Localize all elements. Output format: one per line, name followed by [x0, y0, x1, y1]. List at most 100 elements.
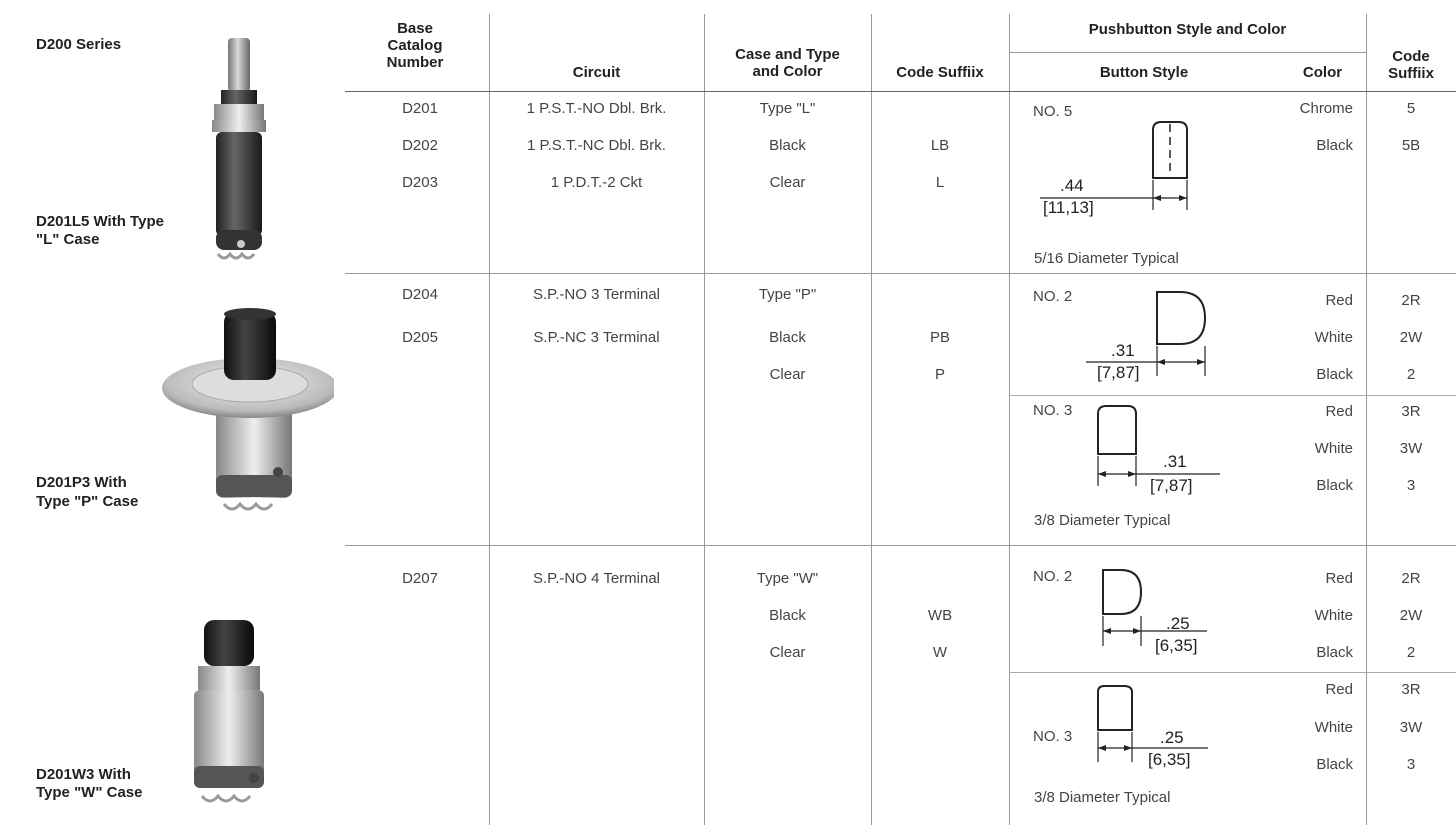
- header-number: Number: [386, 54, 444, 71]
- color-cell: Black: [1316, 366, 1353, 383]
- circuit-cell: S.P.-NO 4 Terminal: [533, 570, 660, 587]
- dim-bottom: [11,13]: [1043, 198, 1094, 217]
- case-cell: Type "P": [758, 286, 817, 303]
- suffix-cell: 5B: [1401, 137, 1421, 154]
- dim-top: .44: [1060, 176, 1084, 195]
- code-suffix-cell: L: [935, 174, 945, 191]
- header-case-line1: Case and Type: [735, 46, 840, 63]
- circuit-cell: S.P.-NC 3 Terminal: [533, 329, 660, 346]
- code-suffix-cell: W: [932, 644, 948, 661]
- catalog-cell: D204: [402, 286, 438, 303]
- case-cell: Black: [769, 607, 806, 624]
- button-style-label: NO. 5: [1033, 103, 1073, 120]
- photo2-caption-line1: D201P3 With: [36, 474, 127, 491]
- group2-style-divider: [1009, 395, 1456, 396]
- color-cell: White: [1314, 440, 1353, 457]
- suffix-cell: 3: [1406, 756, 1416, 773]
- case-cell: Clear: [769, 174, 806, 191]
- button-style-label: NO. 2: [1033, 288, 1073, 305]
- diameter-note: 5/16 Diameter Typical: [1034, 250, 1179, 267]
- circuit-cell: 1 P.D.T.-2 Ckt: [550, 174, 643, 191]
- color-cell: Chrome: [1299, 100, 1353, 117]
- col-divider-code: [871, 14, 872, 825]
- case-cell: Type "W": [756, 570, 819, 587]
- header-color: Color: [1302, 64, 1343, 81]
- button-style-label: NO. 3: [1033, 728, 1073, 745]
- header-pushbutton-group: Pushbutton Style and Color: [1088, 21, 1287, 38]
- header-code-suffix: Code Suffiix: [896, 64, 984, 81]
- suffix-cell: 3R: [1401, 403, 1421, 420]
- dim-top: .31: [1111, 341, 1135, 360]
- circuit-cell: 1 P.S.T.-NO Dbl. Brk.: [526, 100, 667, 117]
- suffix-cell: 2: [1406, 366, 1416, 383]
- col-divider-case: [704, 14, 705, 825]
- pushbutton-header-divider: [1009, 52, 1366, 53]
- dim-bottom: [7,87]: [1097, 363, 1140, 382]
- catalog-cell: D201: [402, 100, 438, 117]
- group3-style-divider: [1009, 672, 1456, 673]
- col-divider-suffix: [1366, 14, 1367, 825]
- suffix-cell: 2W: [1399, 607, 1423, 624]
- photo3-caption-line2: Type "W" Case: [36, 784, 143, 801]
- suffix-cell: 5: [1406, 100, 1416, 117]
- button-style-no2-diagram: [1086, 291, 1207, 376]
- button-style-no3-diagram: [1097, 685, 1208, 762]
- switch-type-w-image: [194, 620, 264, 803]
- color-cell: Red: [1325, 681, 1353, 698]
- color-cell: Black: [1316, 756, 1353, 773]
- header-circuit: Circuit: [572, 64, 621, 81]
- suffix-cell: 3R: [1401, 681, 1421, 698]
- group2-bottom-line: [345, 545, 1456, 546]
- series-title: D200 Series: [36, 36, 122, 53]
- color-cell: White: [1314, 719, 1353, 736]
- button-style-no3-diagram: [1097, 405, 1220, 486]
- code-suffix-cell: P: [934, 366, 945, 383]
- header-bottom-line: [345, 91, 1456, 92]
- button-style-no5-diagram: [1040, 121, 1188, 210]
- button-style-no2-diagram: [1102, 569, 1207, 646]
- color-cell: White: [1314, 329, 1353, 346]
- suffix-cell: 3W: [1399, 440, 1423, 457]
- button-style-label: NO. 3: [1033, 402, 1073, 419]
- dim-top: .25: [1166, 614, 1190, 633]
- color-cell: White: [1314, 607, 1353, 624]
- suffix-cell: 3: [1406, 477, 1416, 494]
- code-suffix-cell: PB: [929, 329, 950, 346]
- suffix-cell: 2R: [1401, 570, 1421, 587]
- catalog-cell: D205: [402, 329, 438, 346]
- header-case-line2: and Color: [752, 63, 823, 80]
- case-cell: Black: [769, 329, 806, 346]
- dim-top: .25: [1160, 728, 1184, 747]
- code-suffix-cell: WB: [927, 607, 953, 624]
- photo2-caption-line2: Type "P" Case: [36, 493, 139, 510]
- color-cell: Black: [1316, 644, 1353, 661]
- photo1-caption-line1: D201L5 With Type: [36, 213, 164, 230]
- case-cell: Black: [769, 137, 806, 154]
- color-cell: Black: [1316, 137, 1353, 154]
- dim-bottom: [6,35]: [1155, 636, 1198, 655]
- button-style-label: NO. 2: [1033, 568, 1073, 585]
- suffix-cell: 2: [1406, 644, 1416, 661]
- header-code-suffix-2a: Code: [1392, 48, 1430, 65]
- header-code-suffix-2b: Suffiix: [1388, 65, 1434, 82]
- dim-top: .31: [1163, 452, 1187, 471]
- col-divider-circuit: [489, 14, 490, 825]
- photo1-caption-line2: "L" Case: [36, 231, 100, 248]
- suffix-cell: 3W: [1399, 719, 1423, 736]
- code-suffix-cell: LB: [930, 137, 950, 154]
- dim-bottom: [7,87]: [1150, 476, 1193, 495]
- case-cell: Type "L": [759, 100, 816, 117]
- suffix-cell: 2W: [1399, 329, 1423, 346]
- diameter-note: 3/8 Diameter Typical: [1034, 789, 1171, 806]
- switch-type-p-image: [162, 308, 334, 511]
- color-cell: Red: [1325, 292, 1353, 309]
- case-cell: Clear: [769, 366, 806, 383]
- group1-bottom-line: [345, 273, 1456, 274]
- diameter-note: 3/8 Diameter Typical: [1034, 512, 1171, 529]
- case-cell: Clear: [769, 644, 806, 661]
- color-cell: Red: [1325, 570, 1353, 587]
- dim-bottom: [6,35]: [1148, 750, 1191, 769]
- col-divider-style: [1009, 14, 1010, 825]
- header-base: Base: [397, 20, 433, 37]
- header-catalog: Catalog: [387, 37, 443, 54]
